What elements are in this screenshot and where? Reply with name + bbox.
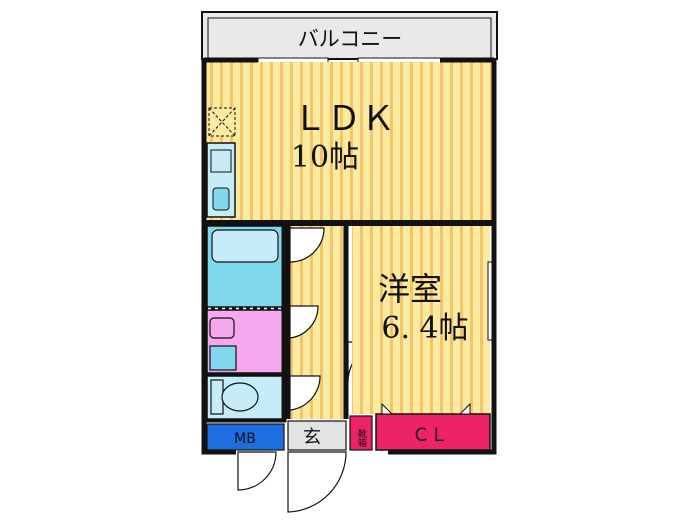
toilet-room xyxy=(206,375,285,420)
kitchen-counter xyxy=(206,142,236,218)
washbasin-icon xyxy=(209,317,235,339)
bathroom xyxy=(206,225,285,308)
ldk-size: 10帖 xyxy=(291,140,359,175)
shoe-box-label: 靴箱 xyxy=(356,428,367,448)
western-room xyxy=(346,220,494,414)
meter-box: MB xyxy=(206,423,285,451)
washroom xyxy=(206,309,285,374)
stove-icon xyxy=(210,149,232,173)
western-size: 6. 4帖 xyxy=(381,311,468,346)
western-label: 洋室 xyxy=(378,270,442,308)
ldk-label: ＬＤＫ xyxy=(293,99,395,139)
toilet-icon xyxy=(210,379,259,415)
balcony: バルコニー xyxy=(201,11,498,60)
entrance-door-swing-icon xyxy=(237,451,347,513)
closet-label: ＣＬ xyxy=(412,425,448,446)
entrance-label: 玄 xyxy=(303,427,321,448)
ventilation-icon xyxy=(208,107,236,137)
sink-icon xyxy=(212,187,230,211)
shoe-box: 靴箱 xyxy=(349,415,373,451)
meter-box-label: MB xyxy=(234,431,256,447)
balcony-label: バルコニー xyxy=(298,27,403,51)
ldk-room xyxy=(206,62,492,226)
washing-machine-icon xyxy=(209,345,237,371)
bathtub-icon xyxy=(211,229,279,263)
entrance: 玄 xyxy=(287,420,347,451)
exterior-walls xyxy=(201,57,497,455)
